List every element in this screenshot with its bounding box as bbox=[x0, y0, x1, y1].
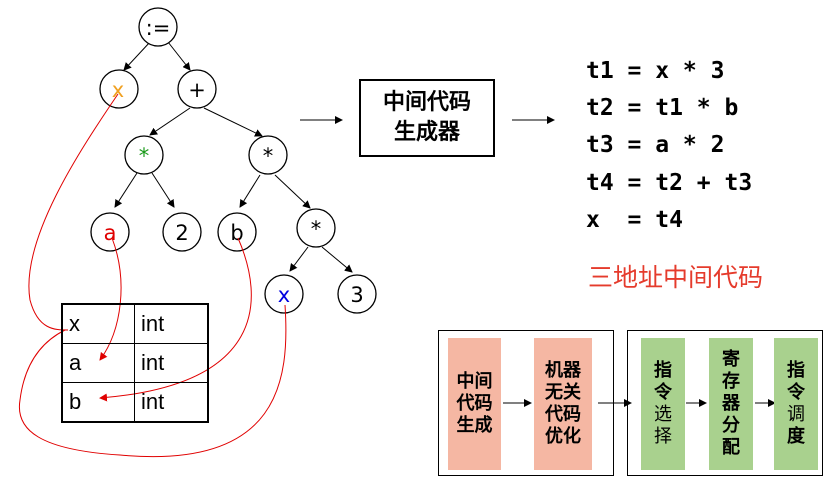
tree-node-label: b bbox=[230, 221, 243, 245]
tree-node-label: * bbox=[139, 144, 150, 168]
tree-node-three: 3 bbox=[337, 274, 377, 314]
stage-register-allocation: 寄存器分配 bbox=[709, 338, 753, 470]
tree-node-label: + bbox=[188, 78, 206, 102]
tree-node-label: * bbox=[311, 217, 322, 241]
stage-machine-independent-opt: 机器无关代码优化 bbox=[534, 338, 592, 470]
tree-node-label: x bbox=[112, 78, 124, 102]
code-line: t4 = t2 + t3 bbox=[586, 170, 753, 196]
tree-node-label: 3 bbox=[350, 283, 363, 307]
code-line: t3 = a * 2 bbox=[586, 132, 725, 158]
symbol-name: x bbox=[61, 303, 135, 344]
table-row: b int bbox=[61, 382, 209, 423]
tree-node-mul2: * bbox=[248, 135, 288, 175]
code-caption: 三地址中间代码 bbox=[588, 263, 764, 292]
tree-edges bbox=[114, 41, 353, 273]
tree-node-label: x bbox=[278, 283, 290, 307]
generator-label-line2: 生成器 bbox=[393, 120, 460, 145]
code-line: t2 = t1 * b bbox=[586, 95, 739, 121]
generator-label-line1: 中间代码 bbox=[382, 90, 471, 115]
tree-node-x2: x bbox=[264, 274, 304, 314]
tree-node-a: a bbox=[90, 212, 130, 252]
code-line: t1 = x * 3 bbox=[586, 58, 725, 84]
code-generator-box: 中间代码 生成器 bbox=[359, 79, 495, 157]
link-x2 bbox=[18, 304, 287, 458]
tree-node-label: := bbox=[146, 16, 171, 40]
symbol-table: x int a int b int bbox=[61, 303, 209, 423]
pipeline-backend-frame bbox=[627, 330, 823, 476]
tree-node-mul1: * bbox=[124, 135, 164, 175]
tree-node-two: 2 bbox=[162, 212, 202, 252]
stage-ir-generation: 中间代码生成 bbox=[448, 338, 501, 470]
symbol-type: int bbox=[134, 343, 209, 383]
link-x bbox=[28, 93, 119, 331]
tree-node-label: * bbox=[263, 144, 274, 168]
tree-node-assign: := bbox=[138, 7, 178, 47]
tree-node-label: a bbox=[104, 221, 117, 245]
symbol-type: int bbox=[134, 382, 209, 423]
tree-node-plus: + bbox=[177, 69, 217, 109]
table-row: a int bbox=[61, 343, 209, 383]
tree-node-label: 2 bbox=[175, 221, 188, 245]
pipeline-frontend-frame bbox=[438, 330, 614, 476]
symbol-type: int bbox=[134, 303, 209, 344]
stage-instruction-scheduling: 指令调度 bbox=[774, 338, 818, 470]
code-line: x = t4 bbox=[586, 207, 683, 233]
stage-instruction-selection: 指令选择 bbox=[641, 338, 685, 470]
symbol-name: a bbox=[61, 343, 135, 383]
symbol-name: b bbox=[61, 382, 135, 423]
tree-node-x: x bbox=[99, 69, 139, 109]
tree-node-b: b bbox=[217, 212, 257, 252]
table-row: x int bbox=[61, 303, 209, 344]
tree-node-mul3: * bbox=[296, 208, 336, 248]
